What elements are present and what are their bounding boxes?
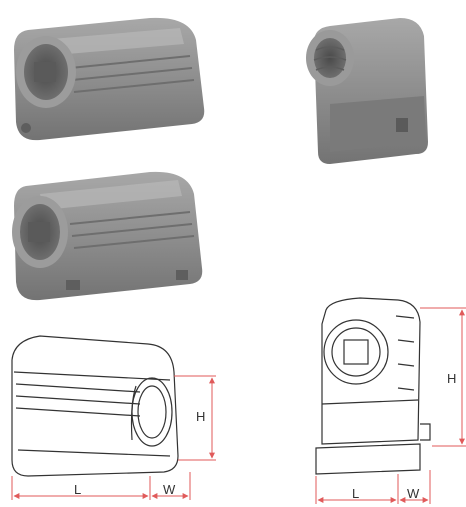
top-entry-height-label: H bbox=[447, 371, 457, 386]
side-entry-width-label: W bbox=[163, 482, 176, 497]
side-entry-housing-photo-2 bbox=[12, 171, 203, 301]
side-entry-housing-photo-1 bbox=[14, 17, 205, 141]
top-entry-dimension-drawing bbox=[315, 297, 431, 475]
side-entry-height-label: H bbox=[196, 409, 206, 424]
top-entry-housing-photo bbox=[306, 18, 428, 164]
top-entry-width-label: W bbox=[407, 486, 420, 501]
top-entry-length-label: L bbox=[352, 486, 360, 501]
top-entry-dimension-lines bbox=[315, 307, 466, 504]
side-entry-dimension-lines bbox=[11, 375, 216, 500]
side-entry-length-label: L bbox=[74, 482, 82, 497]
side-entry-dimension-drawing bbox=[11, 335, 179, 477]
